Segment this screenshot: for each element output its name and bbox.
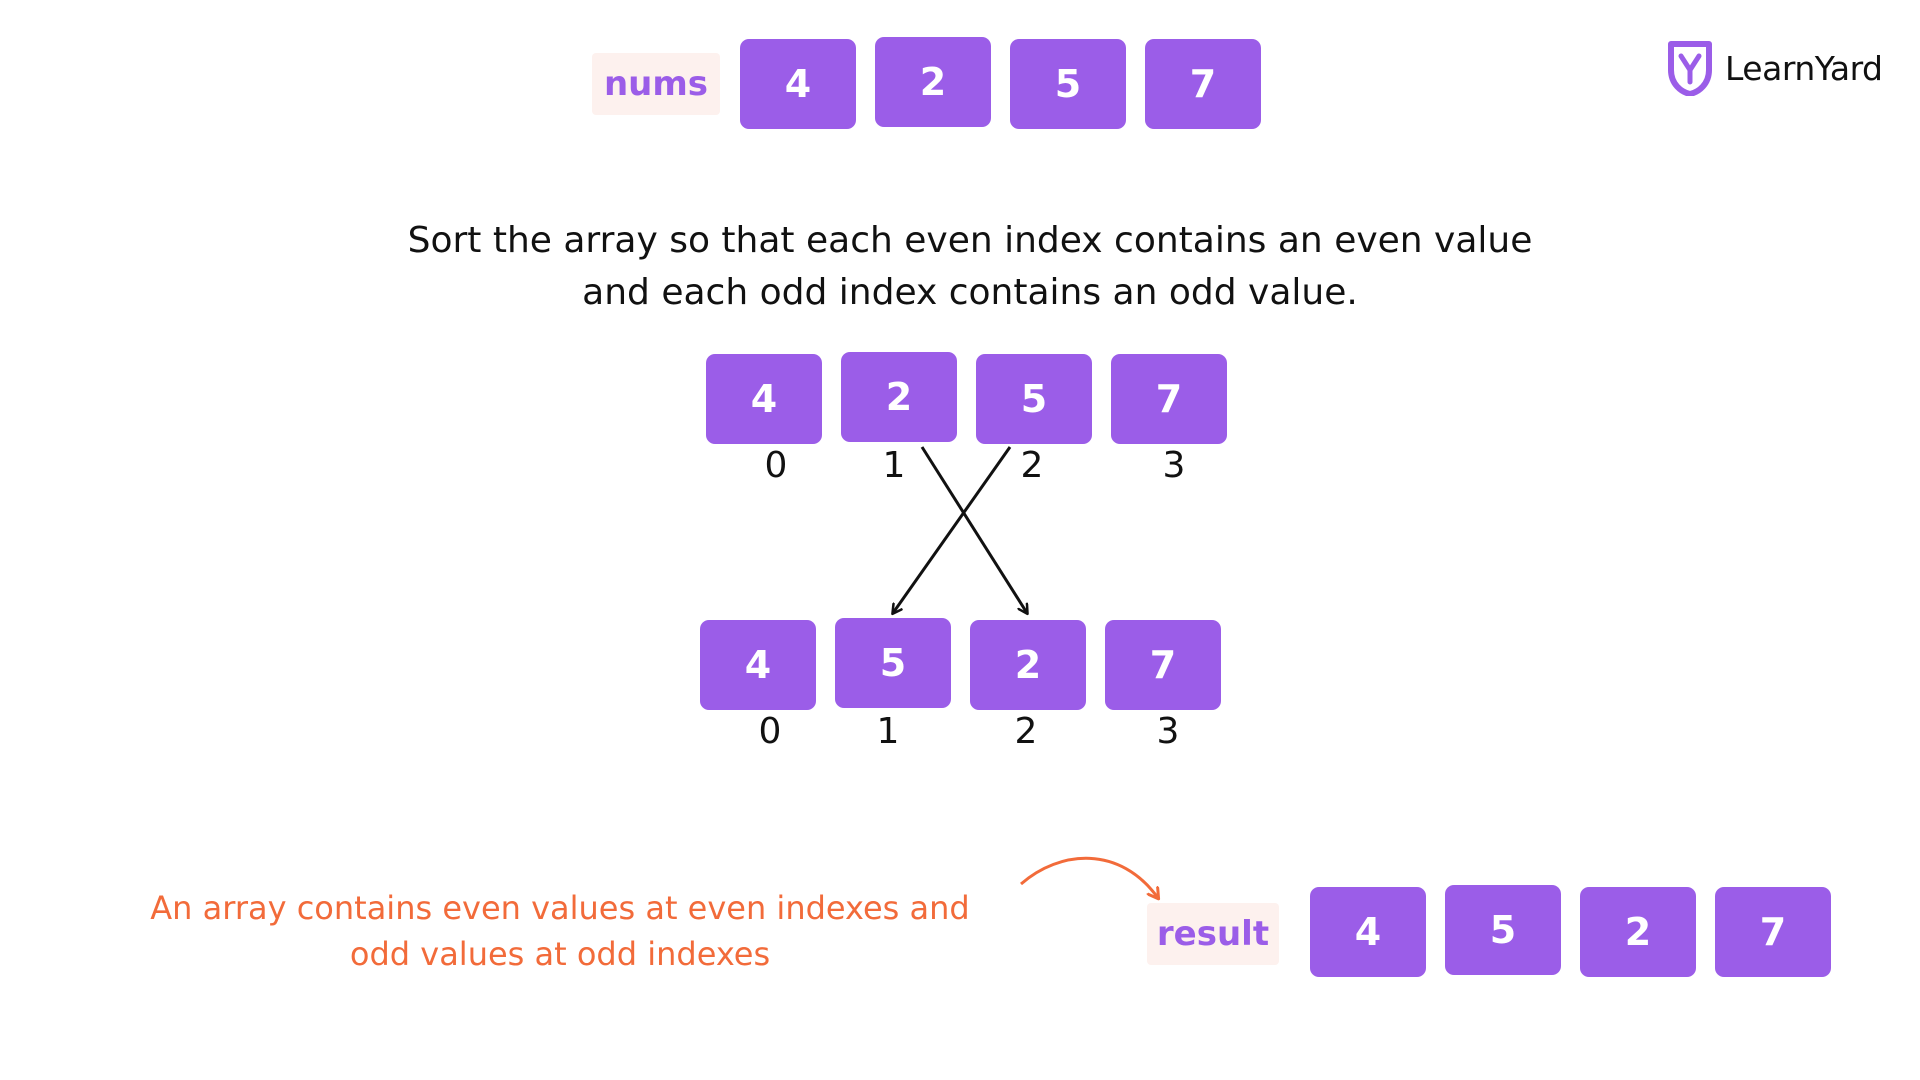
result-cell-0: 4 <box>1310 887 1426 977</box>
swap-arrow-index1-to-index2 <box>920 446 1027 613</box>
before-index-1: 1 <box>882 445 906 486</box>
result-cell-2: 2 <box>1580 887 1696 977</box>
before-cell-1: 2 <box>841 352 957 442</box>
result-label: result <box>1147 903 1279 965</box>
result-cell-1: 5 <box>1445 885 1561 975</box>
result-cell-3: 7 <box>1715 887 1831 977</box>
after-cell-1: 5 <box>835 618 951 708</box>
after-index-1: 1 <box>876 711 900 752</box>
nums-cell-0: 4 <box>740 39 856 129</box>
before-index-0: 0 <box>764 445 788 486</box>
nums-cell-2: 5 <box>1010 39 1126 129</box>
learnyard-logo: LearnYard <box>1665 38 1883 98</box>
instruction-line-2: and each odd index contains an odd value… <box>582 272 1358 313</box>
before-index-2: 2 <box>1020 445 1044 486</box>
after-cell-3: 7 <box>1105 620 1221 710</box>
before-index-3: 3 <box>1162 445 1186 486</box>
after-cell-2: 2 <box>970 620 1086 710</box>
nums-cell-1: 2 <box>875 37 991 127</box>
nums-label: nums <box>592 53 720 115</box>
nums-cell-3: 7 <box>1145 39 1261 129</box>
instruction-text: Sort the array so that each even index c… <box>360 215 1580 319</box>
after-cell-0: 4 <box>700 620 816 710</box>
after-index-0: 0 <box>758 711 782 752</box>
note-line-1: An array contains even values at even in… <box>150 889 970 927</box>
before-cell-0: 4 <box>706 354 822 444</box>
after-index-2: 2 <box>1014 711 1038 752</box>
after-index-3: 3 <box>1156 711 1180 752</box>
before-cell-2: 5 <box>976 354 1092 444</box>
swap-arrow-index2-to-index1 <box>893 446 1012 613</box>
learnyard-shield-icon <box>1668 41 1712 96</box>
note-text: An array contains even values at even in… <box>100 885 1020 977</box>
note-line-2: odd values at odd indexes <box>349 935 771 973</box>
logo-text: LearnYard <box>1725 48 1883 88</box>
instruction-line-1: Sort the array so that each even index c… <box>407 220 1533 261</box>
before-cell-3: 7 <box>1111 354 1227 444</box>
